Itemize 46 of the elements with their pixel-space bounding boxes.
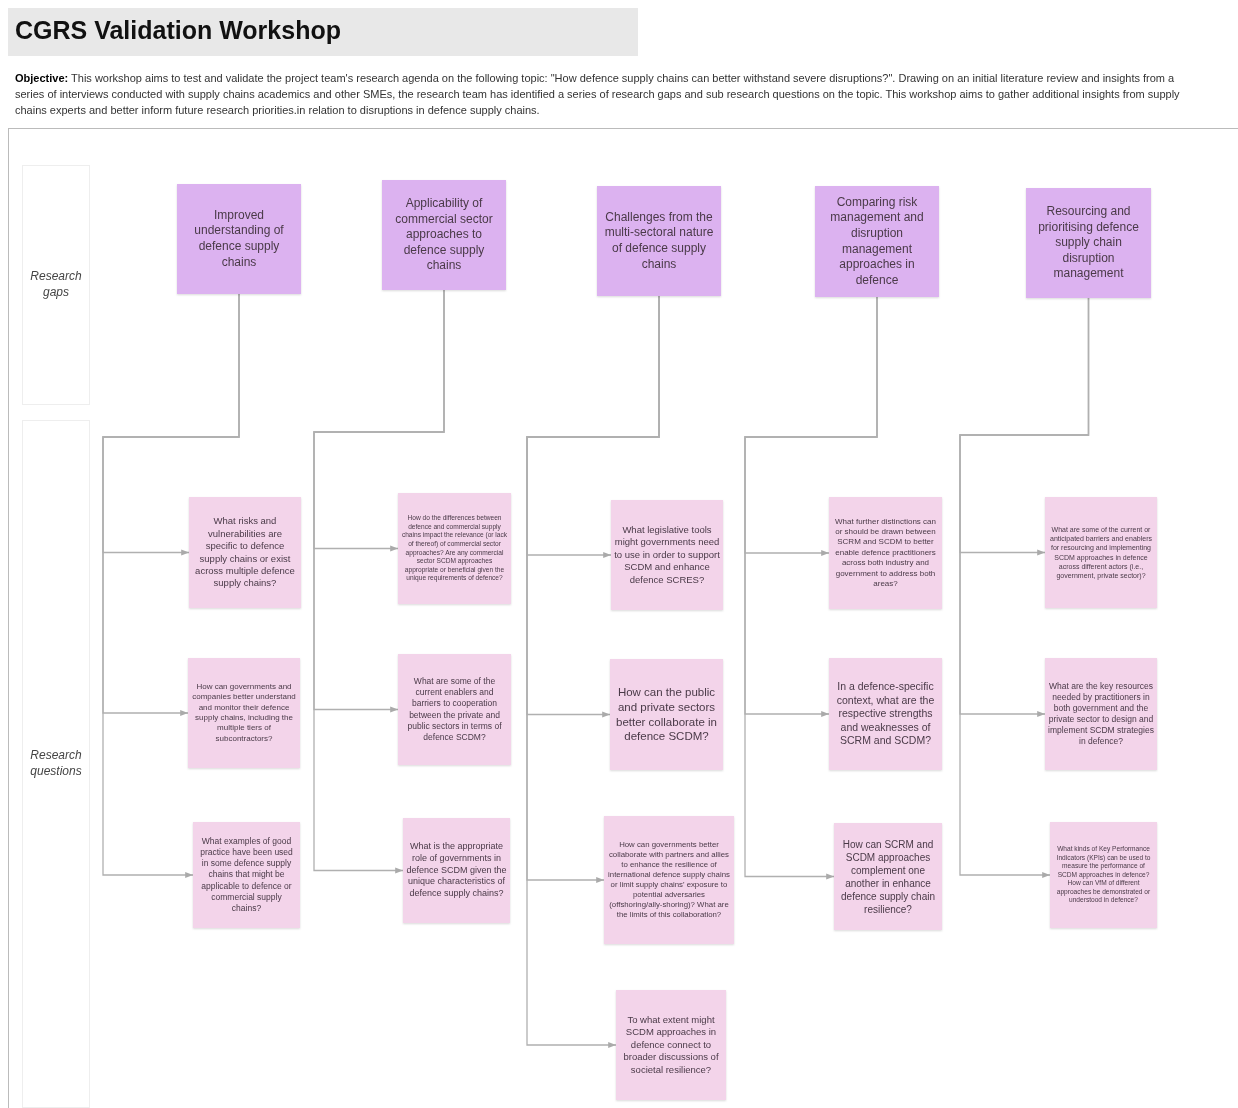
note-text: Challenges from the multi-sectoral nature of defence supply chains: [603, 209, 715, 273]
note-text: How can governments and companies better understand and monitor their defence supply chains, including the multiple tiers of subcontractors?: [191, 681, 297, 745]
note-text: What examples of good practice have been used in some defence supply chains that might be applicable to defence or commercial supply chains?: [199, 836, 294, 914]
note-text: Comparing risk management and disruption management approaches in defence: [829, 194, 925, 289]
title: CGRS Validation Workshop: [15, 16, 341, 45]
note-text: What further distinctions can or should be drawn between SCRM and SCDM to better enable defence practitioners across both industry and government to address both areas?: [834, 516, 937, 590]
row-label: Research gaps: [29, 269, 83, 301]
objective-text: Objective: This workshop aims to test and validate the project team's research agenda on the following topic: "How defence supply chains can better withstand severe disruptions?". Drawing on an initial literature review and insights from a series of interviews conducted with supply chains academics and other SMEs, the research team has identified a series of research gaps and sub research questions on the topic. This workshop aims to gather additional insights from supply chains experts and better inform future research priorities.in relation to disruptions in defence supply chains.: [15, 71, 1181, 118]
question-note: [403, 818, 510, 923]
note-text: Applicability of commercial sector approaches to defence supply chains: [394, 196, 494, 274]
note-text: What are the key resources needed by practitioners in both government and the private sector to design and implement SCDM strategies in defence?: [1048, 680, 1154, 748]
question-note: [193, 822, 300, 928]
note-text: To what extent might SCDM approaches in defence connect to broader discussions of societal resilience?: [622, 1014, 720, 1076]
note-text: What risks and vulnerabilities are specific to defence supply chains or exist across multiple defence supply chains?: [194, 515, 296, 590]
question-note: [1045, 658, 1157, 770]
question-note: [398, 654, 511, 765]
note-text: In a defence-specific context, what are the respective strengths and weaknesses of SCRM and SCDM?: [835, 679, 936, 749]
question-note: [829, 658, 942, 770]
question-note: [834, 823, 942, 930]
question-note: [398, 493, 511, 604]
research-gap-note: [177, 184, 301, 294]
question-note: [616, 990, 726, 1100]
note-text: Resourcing and prioritising defence supply chain disruption management: [1037, 204, 1140, 282]
note-text: What legislative tools might governments need to use in order to support SCDM and enhance defence SCRES?: [614, 524, 720, 586]
question-note: [188, 658, 300, 768]
research-gap-note: [382, 180, 506, 290]
question-note: [1050, 822, 1157, 928]
question-note: [189, 497, 301, 608]
note-text: How can SCRM and SCDM approaches complement one another in enhance defence supply chain resilience?: [840, 837, 936, 916]
question-note: [1045, 497, 1157, 608]
research-gap-note: [1026, 188, 1151, 298]
question-note: [604, 816, 734, 944]
question-note: [611, 500, 723, 610]
question-note: [610, 659, 723, 770]
arrow: [959, 297, 1090, 879]
arrow: [313, 289, 445, 874]
research-gap-note: [597, 186, 721, 296]
note-text: What are some of the current enablers and barriers to cooperation between the private and public sectors in terms of defence SCDM?: [406, 676, 503, 743]
question-note: [829, 497, 942, 609]
research-gap-note: [815, 186, 939, 297]
note-text: What is the appropriate role of governments in defence SCDM given the unique characteristics of defence supply chains?: [406, 841, 507, 900]
row-label: Research questions: [29, 748, 83, 780]
arrow: [102, 293, 240, 879]
arrow: [744, 296, 878, 880]
note-text: How can the public and private sectors better collaborate in defence SCDM?: [615, 684, 718, 745]
note-text: Improved understanding of defence supply chains: [193, 207, 285, 271]
